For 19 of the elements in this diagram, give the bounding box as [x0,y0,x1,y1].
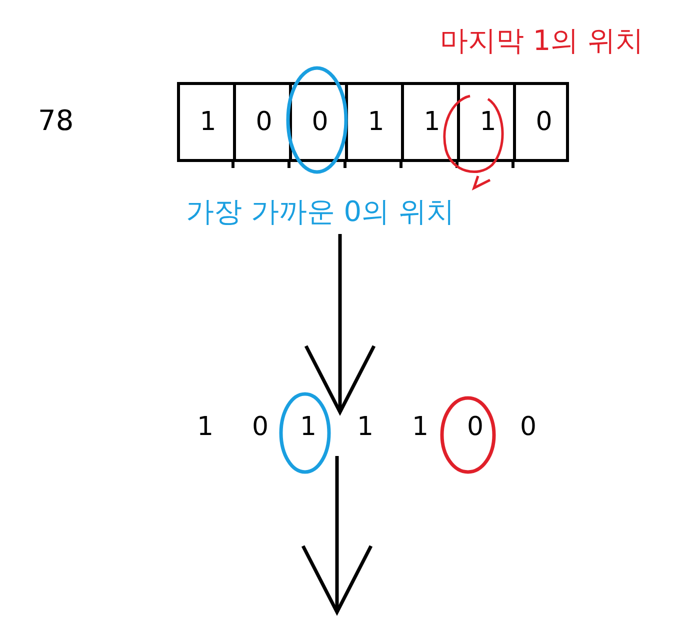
number-label: 78 [38,104,74,137]
arrow [301,456,373,614]
digit: 1 [197,412,214,442]
digit: 0 [467,412,484,442]
array-cell: 1 [180,85,236,159]
array-cell: 1 [345,85,404,159]
digit: 0 [520,412,537,442]
array-cell: 0 [513,85,572,159]
annotation-text: 가장 가까운 0의 위치 [186,194,455,230]
array-cell: 0 [233,85,292,159]
array-cell: 1 [401,85,460,159]
digit: 1 [412,412,429,442]
annotation-text: 마지막 1의 위치 [440,23,644,59]
digit: 0 [252,412,269,442]
arrow [304,234,376,414]
digit: 1 [300,412,317,442]
digit: 1 [357,412,374,442]
array-cell: 0 [289,85,348,159]
array-cell: 1 [457,85,516,159]
